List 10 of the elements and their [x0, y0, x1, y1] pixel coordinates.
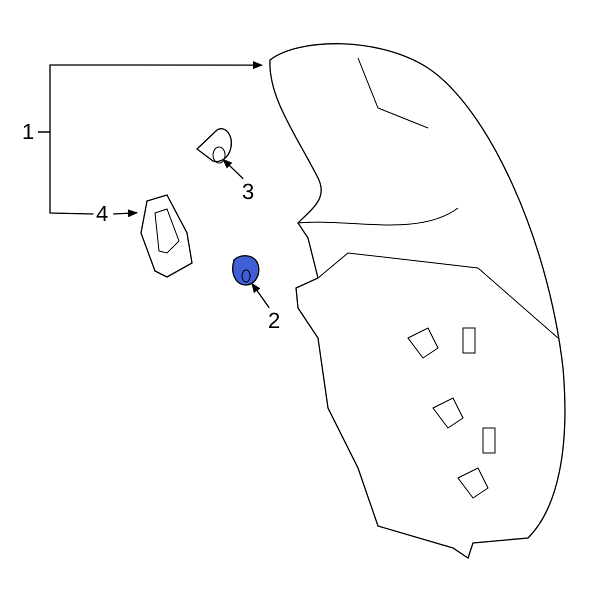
callout-number: 2 [268, 310, 280, 332]
callout-number: 1 [22, 121, 34, 143]
grommet-drawing [195, 127, 233, 163]
leader-line [113, 209, 138, 218]
grommet-drawing [230, 254, 260, 286]
callout-number: 4 [96, 203, 108, 225]
callout-number: 3 [242, 181, 254, 203]
leader-line [222, 158, 244, 180]
leader-line [38, 131, 94, 215]
leader-line [251, 282, 270, 308]
